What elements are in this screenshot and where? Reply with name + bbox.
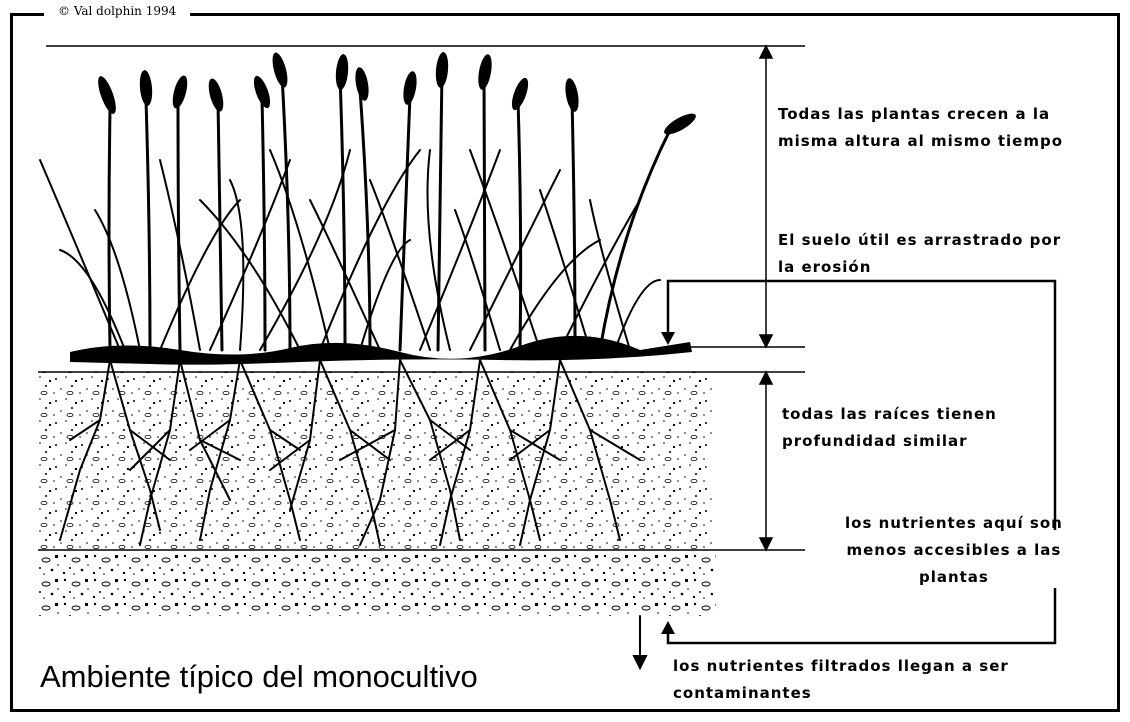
- annotation-line: los nutrientes filtrados llegan a ser: [673, 653, 1009, 680]
- annotation-line: Todas las plantas crecen a la: [778, 101, 1063, 128]
- figure-title: Ambiente típico del monocultivo: [40, 657, 478, 697]
- annotation-line: todas las raíces tienen: [782, 401, 997, 428]
- annotation-leaching: los nutrientes filtrados llegan a ser co…: [673, 653, 1009, 707]
- nutrient-cycle-arrow: [661, 588, 1055, 643]
- annotation-line: la erosión: [778, 254, 1061, 281]
- wheat-plants: [40, 51, 699, 350]
- leaching-arrow: [634, 616, 646, 668]
- annotation-erosion: El suelo útil es arrastrado por la erosi…: [778, 227, 1061, 281]
- annotation-line: misma altura al mismo tiempo: [778, 128, 1063, 155]
- annotation-line: menos accesibles a las: [845, 537, 1063, 564]
- subsoil-layer: [38, 550, 718, 616]
- grain-heads: [95, 51, 699, 138]
- annotation-line: los nutrientes aquí son: [845, 510, 1063, 537]
- annotation-line: contaminantes: [673, 680, 1009, 707]
- annotation-line: profundidad similar: [782, 428, 997, 455]
- annotation-uniform-height: Todas las plantas crecen a la misma altu…: [778, 101, 1063, 155]
- annotation-deep-nutrients: los nutrientes aquí son menos accesibles…: [845, 510, 1063, 591]
- annotation-line: plantas: [845, 564, 1063, 591]
- annotation-line: El suelo útil es arrastrado por: [778, 227, 1061, 254]
- dimension-arrows: [760, 46, 772, 550]
- annotation-root-depth: todas las raíces tienen profundidad simi…: [782, 401, 997, 455]
